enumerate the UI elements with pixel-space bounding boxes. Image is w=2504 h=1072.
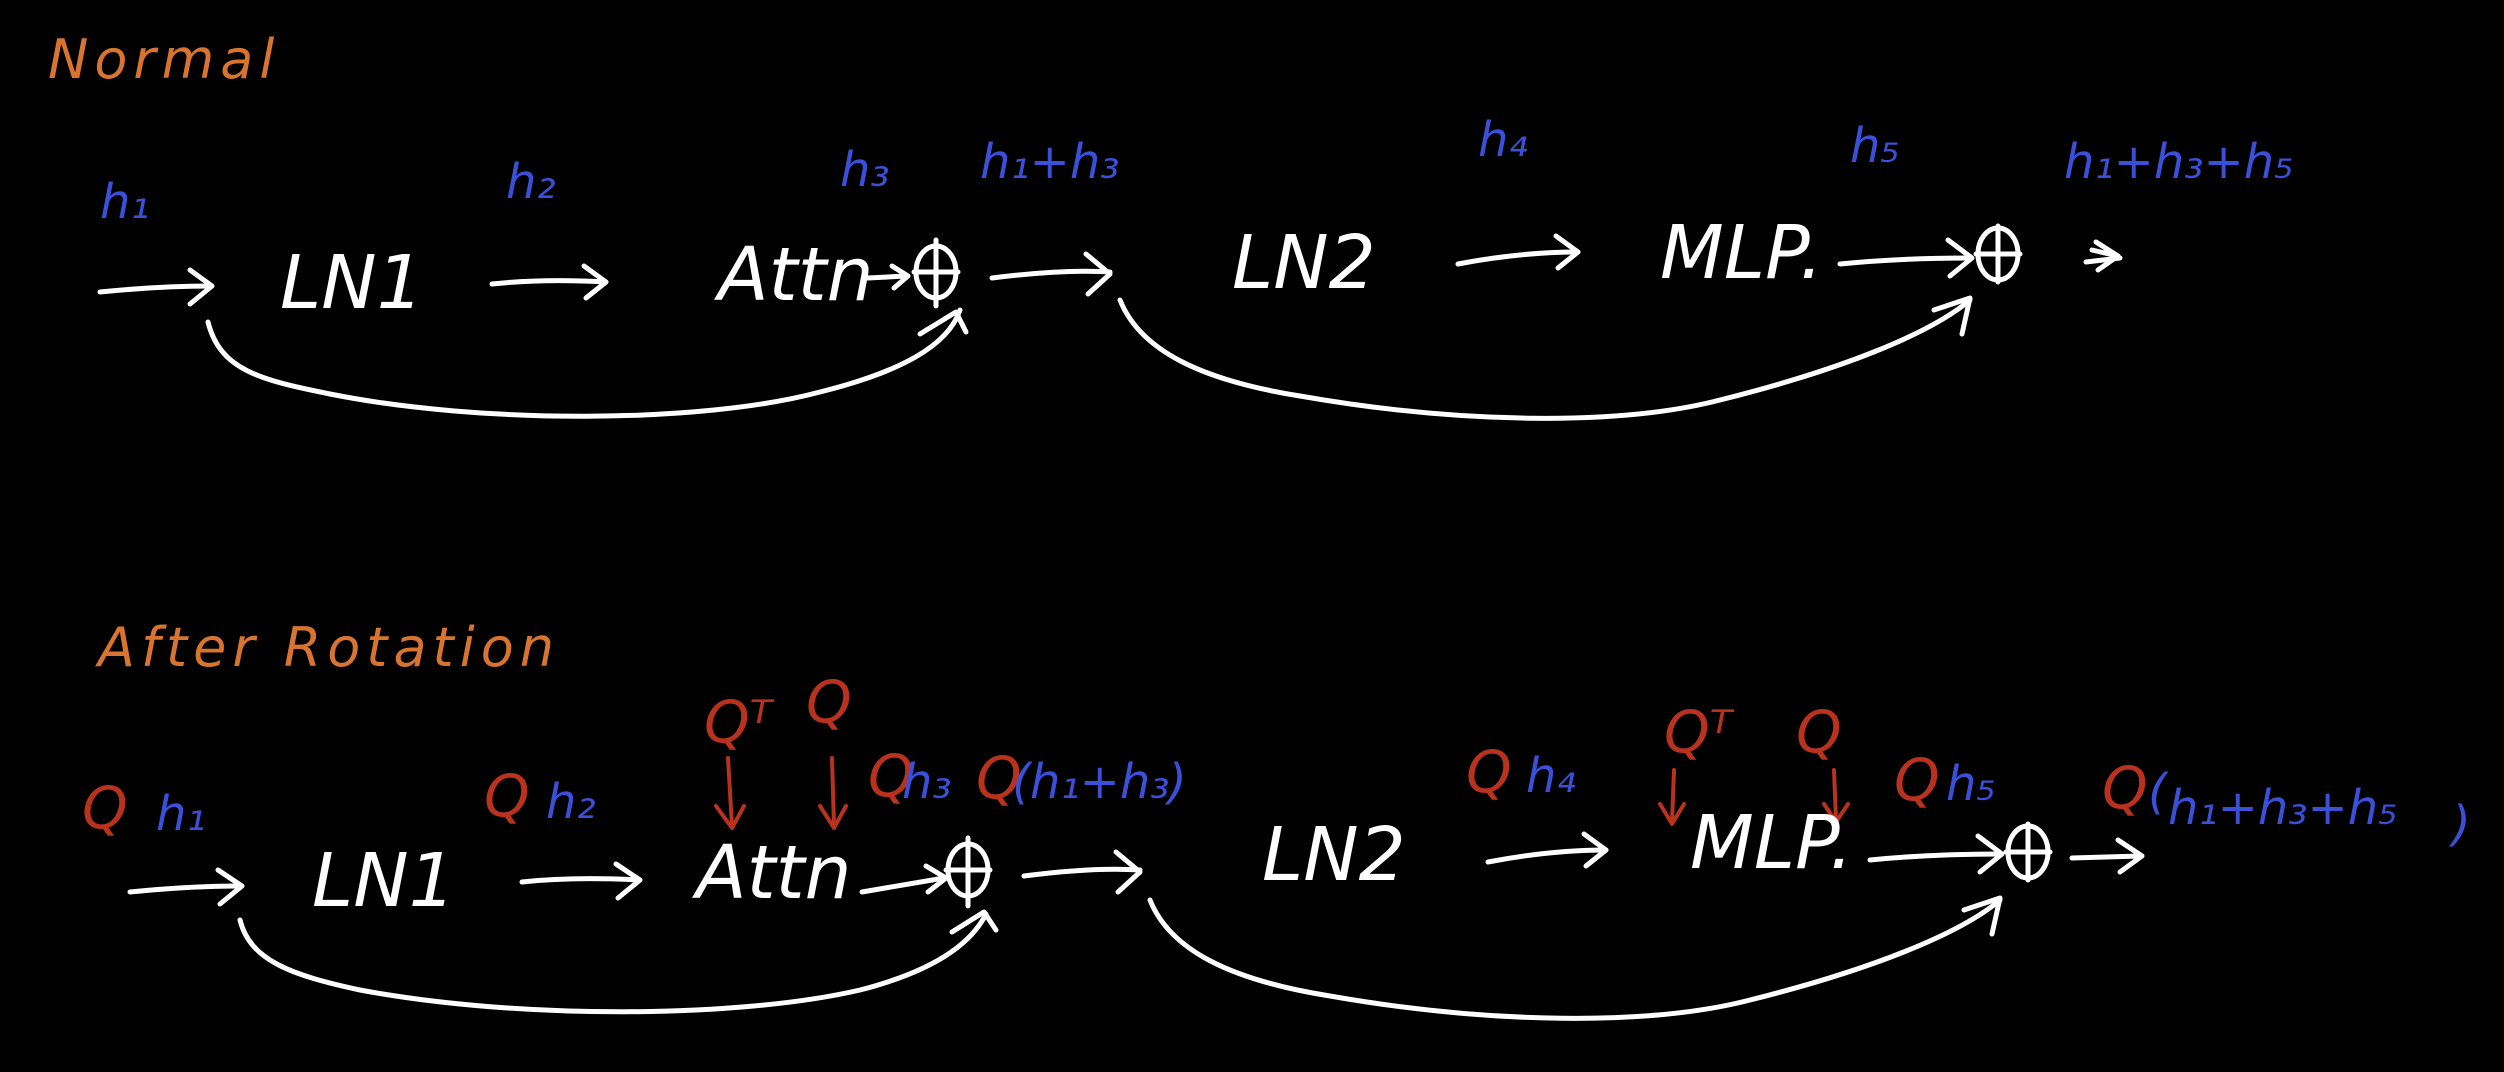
block-r-attn: Attn	[692, 830, 852, 916]
paren-open-mid: (	[1012, 754, 1033, 810]
label-h3: h₃	[840, 142, 890, 198]
residual-r-2	[1147, 895, 2003, 1021]
label-r-h1-plus-h3: h₁+h₃	[1030, 754, 1170, 810]
q-h1h3: Q	[976, 744, 1022, 812]
arrow-ln2-to-mlp	[1455, 233, 1581, 271]
arrow-r-ln2-to-mlp	[1485, 831, 1609, 869]
block-ln1: LN1	[280, 240, 424, 326]
arrow-r-add-to-ln2	[1021, 849, 1143, 895]
section-title-normal: Normal	[48, 28, 280, 91]
block-attn: Attn	[714, 232, 874, 318]
arrow-r-mlp-to-add	[1867, 833, 2005, 875]
add-node-2	[1973, 223, 2023, 285]
label-h1: h₁	[100, 174, 150, 230]
arrow-qt-mlp	[1658, 768, 1686, 826]
q-h2: Q	[484, 762, 530, 830]
q-h1: Q	[82, 774, 128, 842]
residual-r-1	[237, 909, 999, 1015]
arrow-mlp-to-add	[1837, 237, 1975, 279]
arrow-output	[2083, 239, 2123, 273]
arrow-q-mlp	[1822, 768, 1850, 824]
label-r-h4: h₄	[1526, 748, 1576, 804]
arrow-r-attn-to-add	[859, 863, 949, 895]
arrow-q-attn	[818, 756, 848, 830]
block-r-ln1: LN1	[312, 838, 456, 924]
block-r-ln2: LN2	[1262, 812, 1406, 898]
residual-2	[1117, 295, 1973, 421]
label-output-sum: h₁+h₃+h₅	[2064, 134, 2293, 190]
arrow-attn-to-add	[865, 263, 911, 291]
label-h4: h₄	[1478, 112, 1528, 168]
arrow-r-ln1-to-attn	[519, 861, 643, 901]
residual-1	[205, 307, 969, 419]
label-r-h2: h₂	[546, 774, 596, 830]
label-r-h1: h₁	[156, 786, 206, 842]
q-attn: Q	[806, 668, 852, 736]
q-output: Q	[2102, 754, 2148, 822]
add-node-1	[911, 237, 961, 309]
label-h5: h₅	[1850, 118, 1900, 174]
section-title-after-rotation: After Rotation	[95, 616, 560, 679]
paren-close-out: )	[2449, 796, 2471, 852]
arrow-qt-attn	[714, 756, 746, 830]
arrow-r-input	[127, 867, 245, 907]
add-node-r-1	[943, 835, 993, 909]
label-r-h5: h₅	[1946, 756, 1996, 812]
q-mlp: Q	[1796, 698, 1842, 766]
block-ln2: LN2	[1232, 220, 1376, 306]
paren-open-out: (	[2148, 764, 2169, 820]
block-mlp: MLP.	[1660, 210, 1823, 296]
arrow-input	[97, 267, 215, 307]
arrow-ln1-to-attn	[489, 263, 609, 301]
label-h1-plus-h3: h₁+h₃	[980, 134, 1120, 190]
block-r-mlp: MLP.	[1690, 800, 1853, 886]
q-h4: Q	[1466, 738, 1512, 806]
paren-close-mid: )	[1165, 754, 1187, 810]
label-r-output-sum: h₁+h₃+h₅	[2168, 780, 2397, 836]
arrow-r-output	[2069, 837, 2145, 875]
q-h3: Q	[868, 742, 914, 810]
qt-mlp: Qᵀ	[1664, 698, 1735, 766]
q-h5: Q	[1894, 746, 1940, 814]
qt-attn: Qᵀ	[704, 688, 775, 756]
label-h2: h₂	[506, 154, 556, 210]
add-node-r-2	[2003, 821, 2053, 883]
label-r-h3: h₃	[902, 754, 952, 810]
arrow-add-to-ln2	[989, 251, 1113, 297]
